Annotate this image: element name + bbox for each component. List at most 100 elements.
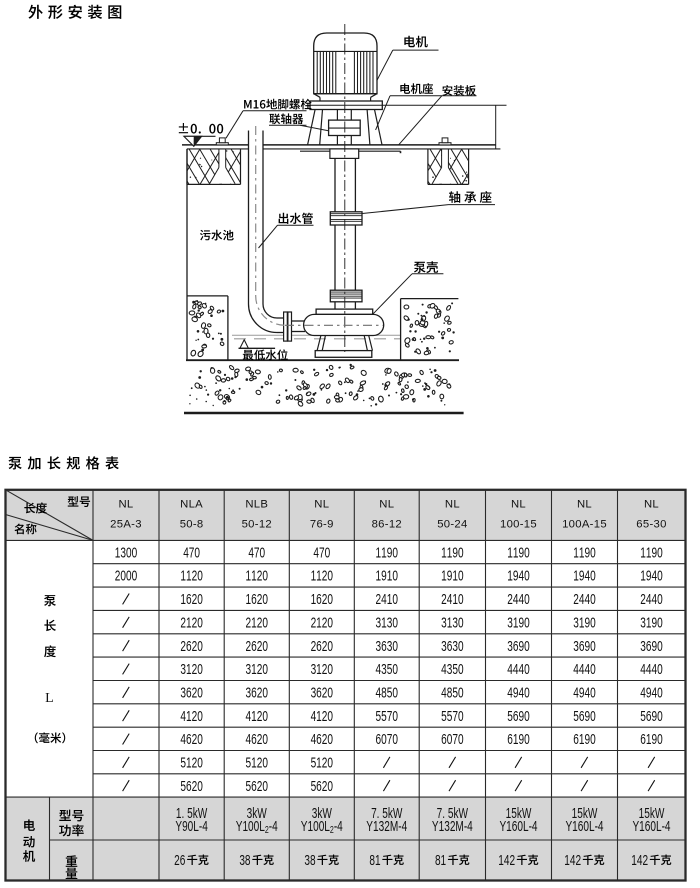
svg-text:4440: 4440 [573, 661, 596, 677]
svg-text:15kW: 15kW [639, 805, 665, 821]
svg-text:4850: 4850 [376, 685, 399, 701]
svg-text:1190: 1190 [507, 545, 530, 561]
svg-text:1620: 1620 [246, 591, 269, 607]
svg-text:5620: 5620 [246, 778, 269, 794]
svg-text:3620: 3620 [180, 685, 203, 701]
svg-text:50-8: 50-8 [180, 518, 204, 530]
svg-text:3120: 3120 [180, 661, 203, 677]
svg-text:5690: 5690 [507, 708, 530, 724]
svg-text:5690: 5690 [573, 708, 596, 724]
svg-text:4940: 4940 [640, 685, 663, 701]
svg-text:5620: 5620 [180, 778, 203, 794]
svg-text:3620: 3620 [311, 685, 334, 701]
svg-text:1120: 1120 [246, 568, 269, 584]
svg-text:6190: 6190 [507, 731, 530, 747]
svg-text:50-24: 50-24 [437, 518, 467, 530]
svg-text:6070: 6070 [441, 731, 464, 747]
svg-text:4620: 4620 [180, 731, 203, 747]
svg-text:5120: 5120 [246, 755, 269, 771]
svg-text:142: 142 [631, 852, 648, 868]
svg-text:15kW: 15kW [506, 805, 532, 821]
svg-text:4350: 4350 [376, 661, 399, 677]
svg-text:7. 5kW: 7. 5kW [371, 805, 403, 821]
svg-text:1910: 1910 [441, 568, 464, 584]
svg-text:470: 470 [183, 545, 200, 561]
svg-text:2120: 2120 [246, 615, 269, 631]
svg-text:38: 38 [304, 852, 315, 868]
svg-text:1190: 1190 [376, 545, 399, 561]
svg-text:NL: NL [379, 498, 394, 510]
svg-text:2000: 2000 [115, 568, 138, 584]
svg-text:3690: 3690 [507, 638, 530, 654]
svg-text:1190: 1190 [573, 545, 596, 561]
svg-text:NLB: NLB [245, 498, 268, 510]
svg-text:3kW: 3kW [312, 805, 332, 821]
svg-text:3630: 3630 [376, 638, 399, 654]
svg-text:1190: 1190 [640, 545, 663, 561]
svg-text:1620: 1620 [311, 591, 334, 607]
svg-text:3120: 3120 [246, 661, 269, 677]
svg-text:1910: 1910 [376, 568, 399, 584]
svg-text:Y100L2-4: Y100L2-4 [301, 818, 343, 835]
svg-text:2440: 2440 [640, 591, 663, 607]
svg-text:NL: NL [118, 498, 133, 510]
svg-text:4620: 4620 [311, 731, 334, 747]
svg-text:1620: 1620 [180, 591, 203, 607]
svg-text:NLA: NLA [180, 498, 203, 510]
svg-text:4940: 4940 [573, 685, 596, 701]
svg-text:2410: 2410 [441, 591, 464, 607]
svg-text:2410: 2410 [376, 591, 399, 607]
svg-text:3690: 3690 [640, 638, 663, 654]
svg-text:50-12: 50-12 [242, 518, 272, 530]
svg-text:470: 470 [248, 545, 265, 561]
svg-text:100-15: 100-15 [500, 518, 537, 530]
svg-text:Y160L-4: Y160L-4 [499, 818, 537, 834]
svg-text:Y160L-4: Y160L-4 [632, 818, 670, 834]
svg-text:100A-15: 100A-15 [562, 518, 607, 530]
svg-text:4120: 4120 [246, 708, 269, 724]
svg-text:3190: 3190 [507, 615, 530, 631]
svg-text:25A-3: 25A-3 [110, 518, 142, 530]
svg-text:86-12: 86-12 [372, 518, 402, 530]
svg-text:NL: NL [644, 498, 659, 510]
svg-text:L: L [45, 691, 54, 706]
svg-text:3130: 3130 [441, 615, 464, 631]
svg-text:1120: 1120 [311, 568, 334, 584]
svg-text:1940: 1940 [507, 568, 530, 584]
svg-text:NL: NL [314, 498, 329, 510]
svg-text:5120: 5120 [311, 755, 334, 771]
svg-text:Y100L2-4: Y100L2-4 [236, 818, 278, 835]
svg-text:2120: 2120 [180, 615, 203, 631]
svg-text:38: 38 [239, 852, 250, 868]
svg-text:4440: 4440 [507, 661, 530, 677]
svg-text:3690: 3690 [573, 638, 596, 654]
svg-text:2120: 2120 [311, 615, 334, 631]
svg-text:5690: 5690 [640, 708, 663, 724]
svg-text:4350: 4350 [441, 661, 464, 677]
svg-text:NL: NL [511, 498, 526, 510]
svg-text:5570: 5570 [441, 708, 464, 724]
svg-text:3130: 3130 [376, 615, 399, 631]
svg-text:26: 26 [174, 852, 185, 868]
svg-text:NL: NL [445, 498, 460, 510]
svg-text:NL: NL [577, 498, 592, 510]
svg-text:1. 5kW: 1. 5kW [176, 805, 208, 821]
svg-text:3630: 3630 [441, 638, 464, 654]
svg-text:3620: 3620 [246, 685, 269, 701]
svg-text:Y90L-4: Y90L-4 [175, 818, 208, 834]
svg-text:4440: 4440 [640, 661, 663, 677]
svg-text:76-9: 76-9 [310, 518, 334, 530]
svg-text:6190: 6190 [640, 731, 663, 747]
svg-text:2620: 2620 [180, 638, 203, 654]
svg-text:4120: 4120 [180, 708, 203, 724]
svg-text:7. 5kW: 7. 5kW [437, 805, 469, 821]
svg-text:2440: 2440 [573, 591, 596, 607]
svg-text:142: 142 [564, 852, 581, 868]
svg-text:6190: 6190 [573, 731, 596, 747]
svg-text:470: 470 [313, 545, 330, 561]
svg-text:1120: 1120 [180, 568, 203, 584]
svg-text:15kW: 15kW [572, 805, 598, 821]
svg-text:4940: 4940 [507, 685, 530, 701]
svg-text:1940: 1940 [573, 568, 596, 584]
svg-text:5120: 5120 [180, 755, 203, 771]
